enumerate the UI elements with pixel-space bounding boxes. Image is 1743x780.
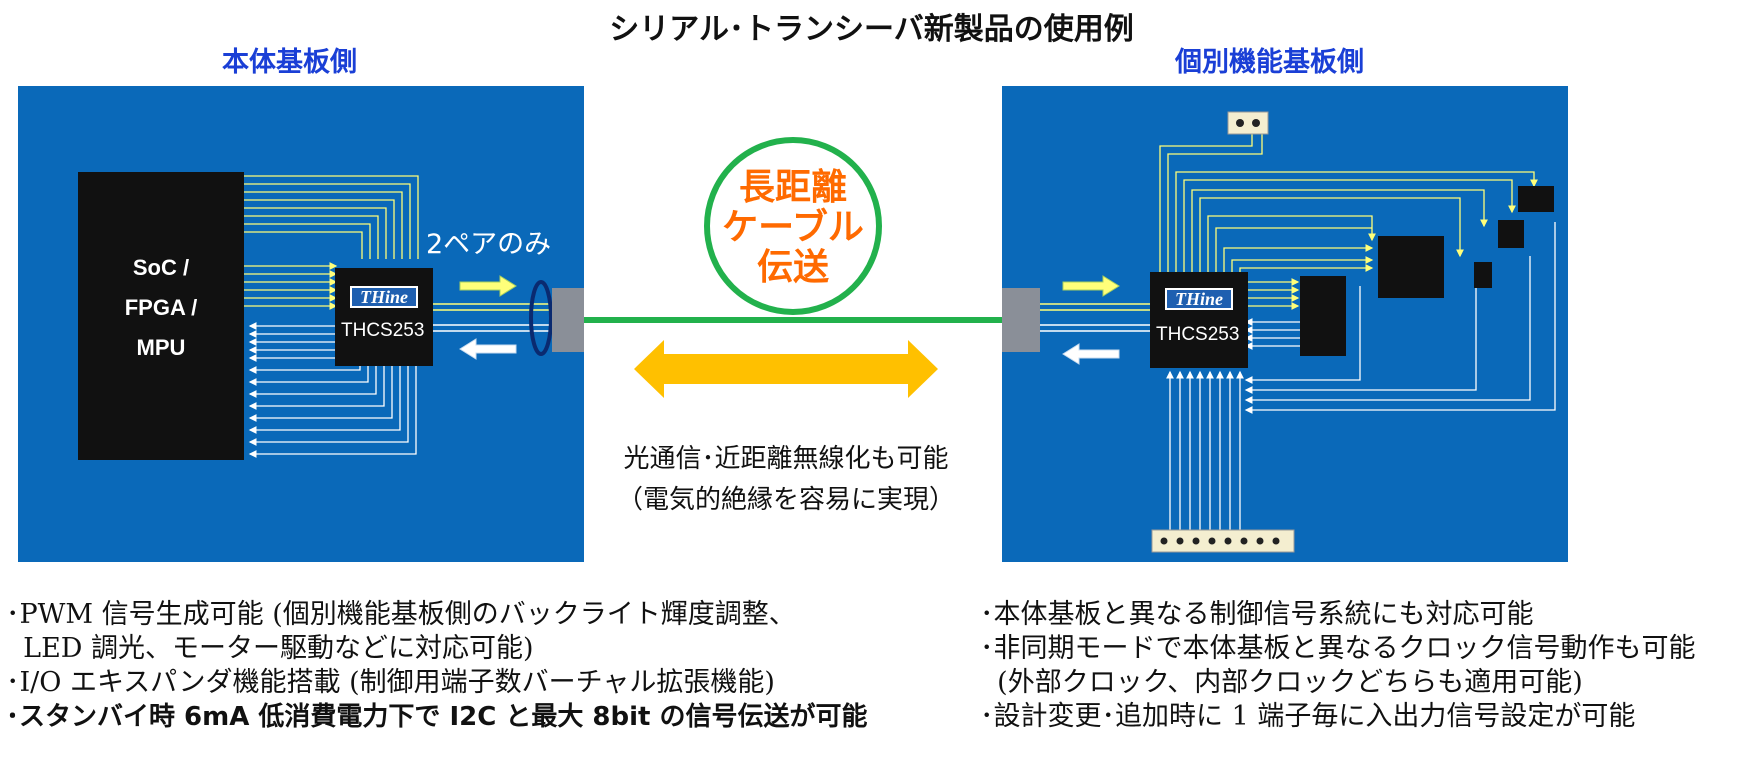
right-connector [1002,288,1040,352]
left-bullet-1: ･PWM 信号生成可能 (個別機能基板側のバックライト輝度調整、 [6,599,796,630]
left-rx-arrow [459,338,517,360]
right-bullet-2-cont: (外部クロック、内部クロックどちらも適用可能) [980,667,1583,698]
left-bullet-1-cont: LED 調光、モーター駆動などに対応可能) [6,633,534,664]
left-chip-name: THCS253 [341,320,425,341]
cable-note-line2: （電気的絶縁を容易に実現） [616,485,955,515]
distance-line2: ケーブル [722,207,864,248]
right-feature-list: ･本体基板と異なる制御信号系統にも対応可能 ･非同期モードで本体基板と異なるクロ… [980,598,1696,734]
right-output-lines [1159,122,1538,310]
right-bullet-1: ･本体基板と異なる制御信号系統にも対応可能 [980,599,1534,630]
cable-loop [704,137,882,315]
left-chip-logo: THine [350,286,418,308]
peripheral-chip-b [1378,236,1444,298]
soc-fpga-mpu-block: SoC / FPGA / MPU [78,172,244,460]
left-link-lines [433,303,552,332]
right-tx-arrow [1062,275,1120,297]
function-board [1002,86,1568,562]
distance-line1: 長距離 [738,167,847,208]
cable-note: 光通信･近距離無線化も可能 （電気的絶縁を容易に実現） [586,438,986,516]
peripheral-chip-d [1498,220,1524,248]
bottom-header-connector [1151,529,1295,553]
right-link-lines [1040,303,1150,332]
page-title: シリアル･トランシーバ新製品の使用例 [609,12,1134,47]
right-chip-logo: THine [1165,288,1233,310]
right-input-lines [1166,222,1556,530]
left-output-lines [244,175,419,310]
main-board-label: 本体基板側 [222,47,357,78]
function-board-label: 個別機能基板側 [1175,47,1364,78]
cable-note-line1: 光通信･近距離無線化も可能 [623,444,949,474]
right-bullet-3: ･設計変更･追加時に 1 端子毎に入出力信号設定が可能 [980,701,1636,732]
peripheral-chip-e [1518,186,1554,212]
two-pairs-label: 2ペアのみ [426,229,552,260]
right-transceiver-chip: THine THCS253 [1150,272,1248,368]
bidirectional-arrow [634,340,938,398]
peripheral-chip-a [1300,276,1346,356]
left-bullet-2: ･I/O エキスパンダ機能搭載 (制御用端子数バーチャル拡張機能) [6,667,775,698]
left-feature-list: ･PWM 信号生成可能 (個別機能基板側のバックライト輝度調整、 LED 調光、… [6,598,868,734]
distance-line3: 伝送 [756,247,829,288]
soc-label-line3: MPU [136,335,186,360]
right-bullet-2: ･非同期モードで本体基板と異なるクロック信号動作も可能 [980,633,1696,664]
left-transceiver-chip: THine THCS253 [335,268,433,366]
left-bullet-3: ･スタンバイ時 6mA 低消費電力下で I2C と最大 8bit の信号伝送が可… [6,702,868,732]
soc-label-line2: FPGA / [124,295,198,320]
pair-twist [529,280,553,356]
long-distance-label: 長距離 ケーブル 伝送 [713,168,873,288]
top-header-connector [1227,111,1269,135]
left-connector [552,288,584,352]
left-tx-arrow [459,275,517,297]
right-rx-arrow [1062,343,1120,365]
soc-label-line1: SoC / [132,255,190,280]
right-chip-name: THCS253 [1156,324,1240,345]
peripheral-chip-c [1474,262,1492,288]
